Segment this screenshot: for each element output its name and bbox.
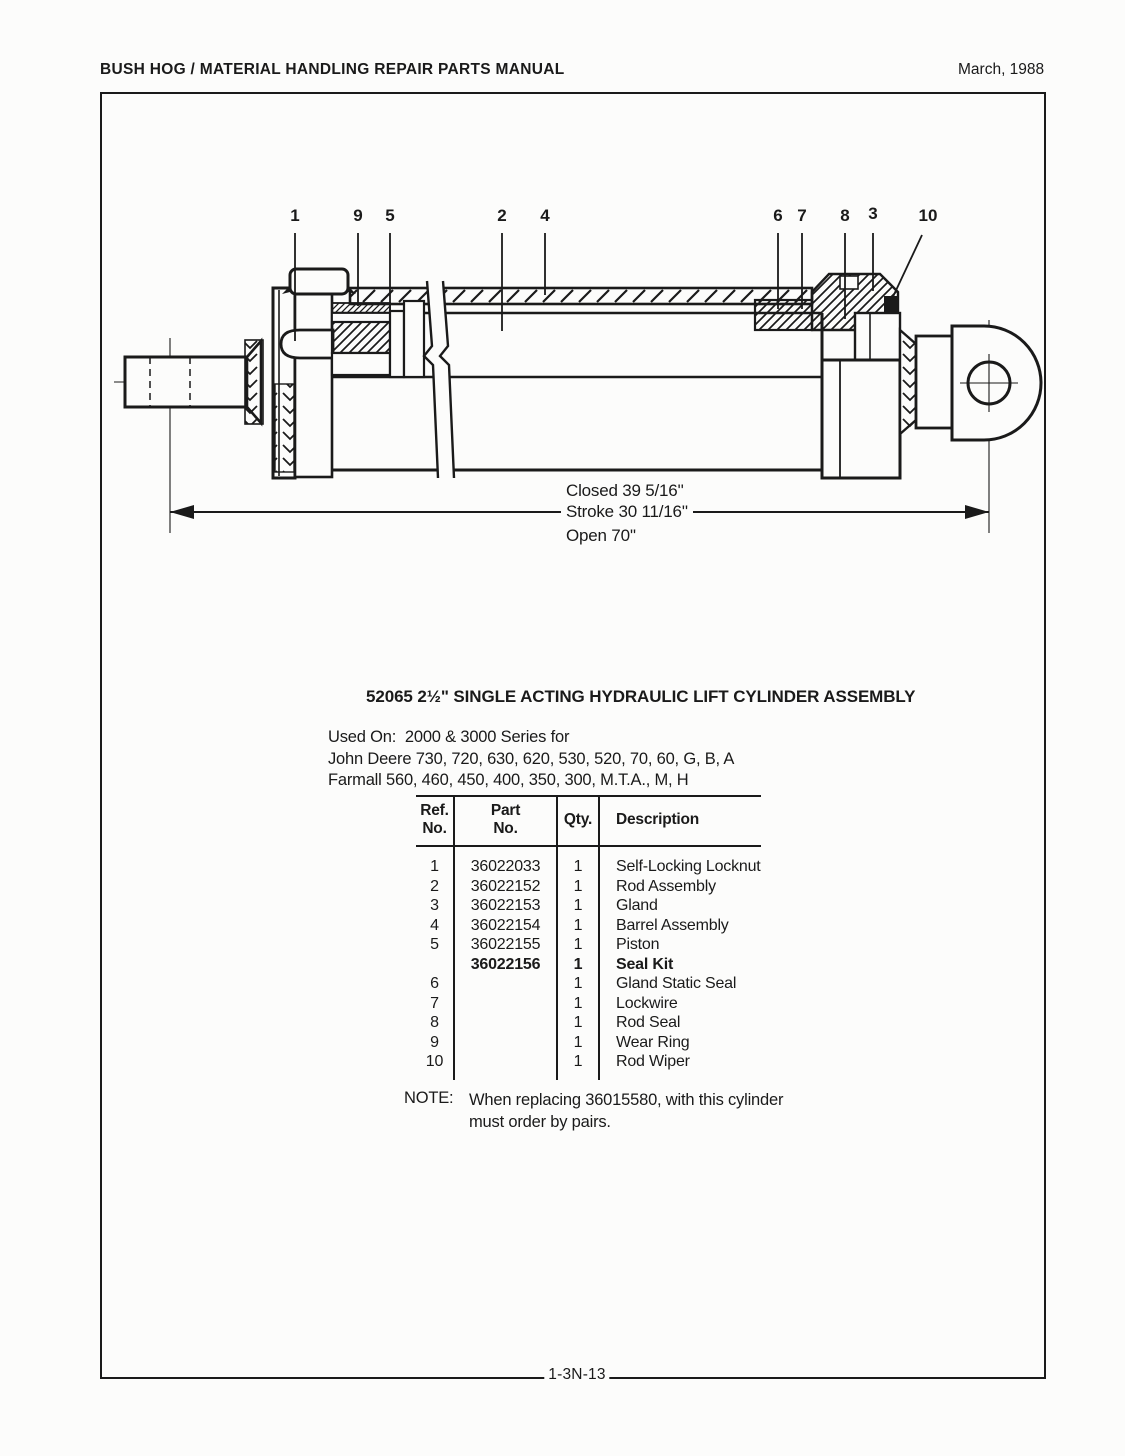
desc-cell: Self-Locking Locknut	[616, 858, 761, 875]
table-row: 7 1 Lockwire	[416, 993, 761, 1013]
desc-cell: Lockwire	[616, 994, 678, 1012]
ref-cell	[416, 954, 455, 974]
used-on-line: John Deere 730, 720, 630, 620, 530, 520,…	[328, 749, 735, 768]
table-row: 6 1 Gland Static Seal	[416, 974, 761, 994]
ref-cell: 5	[416, 935, 455, 955]
table-row: 10 1 Rod Wiper	[416, 1052, 761, 1080]
part-cell: 36022153	[454, 896, 558, 916]
part-cell: 36022154	[454, 915, 558, 935]
part-cell	[454, 974, 558, 994]
part-cell: 36022033	[454, 846, 558, 877]
callout-label: 6	[773, 206, 783, 225]
qty-cell: 1	[557, 993, 600, 1013]
note-label: NOTE:	[404, 1089, 454, 1107]
dimension-closed: Closed 39 5/16''	[566, 481, 684, 500]
desc-cell: Rod Wiper	[616, 1053, 690, 1070]
ref-cell: 2	[416, 876, 455, 896]
ref-cell: 10	[416, 1052, 455, 1080]
page-number: 1-3N-13	[544, 1366, 610, 1384]
qty-cell: 1	[557, 915, 600, 935]
qty-cell: 1	[557, 896, 600, 916]
desc-cell: Rod Assembly	[616, 877, 716, 895]
dimension-stroke: Stroke 30 11/16''	[561, 502, 693, 522]
part-cell	[454, 1013, 558, 1033]
callout-label: 7	[797, 206, 807, 225]
used-on-line: Used On: 2000 & 3000 Series for	[328, 728, 570, 746]
desc-cell: Barrel Assembly	[616, 916, 729, 934]
qty-cell: 1	[557, 846, 600, 877]
table-row: 8 1 Rod Seal	[416, 1013, 761, 1033]
ref-cell: 8	[416, 1013, 455, 1033]
ref-cell: 4	[416, 915, 455, 935]
col-header-qty: Qty.	[557, 796, 600, 847]
part-cell: 36022152	[454, 876, 558, 896]
used-on-line: Farmall 560, 460, 450, 400, 350, 300, M.…	[328, 771, 689, 789]
callout-label: 3	[868, 204, 878, 223]
manual-title: BUSH HOG / MATERIAL HANDLING REPAIR PART…	[100, 61, 565, 78]
qty-cell: 1	[557, 1013, 600, 1033]
part-cell: 36022156	[454, 954, 558, 974]
callout-label: 8	[840, 206, 850, 225]
part-cell: 36022155	[454, 935, 558, 955]
qty-cell: 1	[557, 935, 600, 955]
ref-cell: 9	[416, 1032, 455, 1052]
assembly-title: 52065 2½" SINGLE ACTING HYDRAULIC LIFT C…	[366, 687, 916, 706]
callout-label: 2	[497, 206, 507, 225]
callout-label: 4	[540, 206, 550, 225]
ref-cell: 3	[416, 896, 455, 916]
col-header-ref: Ref.No.	[416, 796, 455, 847]
note-line: When replacing 36015580, with this cylin…	[469, 1091, 784, 1109]
desc-cell: Wear Ring	[616, 1033, 690, 1051]
callout-label: 9	[353, 206, 363, 225]
dimension-open: Open 70''	[566, 526, 636, 545]
desc-cell: Gland Static Seal	[616, 975, 737, 992]
qty-cell: 1	[557, 1032, 600, 1052]
callout-label: 5	[385, 206, 395, 225]
qty-cell: 1	[557, 974, 600, 994]
part-cell	[454, 1052, 558, 1080]
note-line: must order by pairs.	[469, 1113, 611, 1131]
col-header-desc: Description	[599, 796, 761, 847]
used-on-list: Used On: 2000 & 3000 Series for John Dee…	[328, 727, 734, 792]
note-text: When replacing 36015580, with this cylin…	[469, 1089, 783, 1133]
issue-date: March, 1988	[958, 61, 1045, 78]
part-cell	[454, 1032, 558, 1052]
ref-cell: 1	[416, 846, 455, 877]
desc-cell: Rod Seal	[616, 1014, 681, 1031]
desc-cell: Gland	[616, 897, 658, 914]
callout-label: 10	[918, 206, 938, 225]
desc-cell: Piston	[616, 936, 660, 953]
table-row: 9 1 Wear Ring	[416, 1032, 761, 1052]
ref-cell: 6	[416, 974, 455, 994]
part-cell	[454, 993, 558, 1013]
desc-cell: Seal Kit	[616, 955, 674, 973]
qty-cell: 1	[557, 876, 600, 896]
callout-label: 1	[290, 206, 300, 225]
ref-cell: 7	[416, 993, 455, 1013]
qty-cell: 1	[557, 1052, 600, 1080]
qty-cell: 1	[557, 954, 600, 974]
